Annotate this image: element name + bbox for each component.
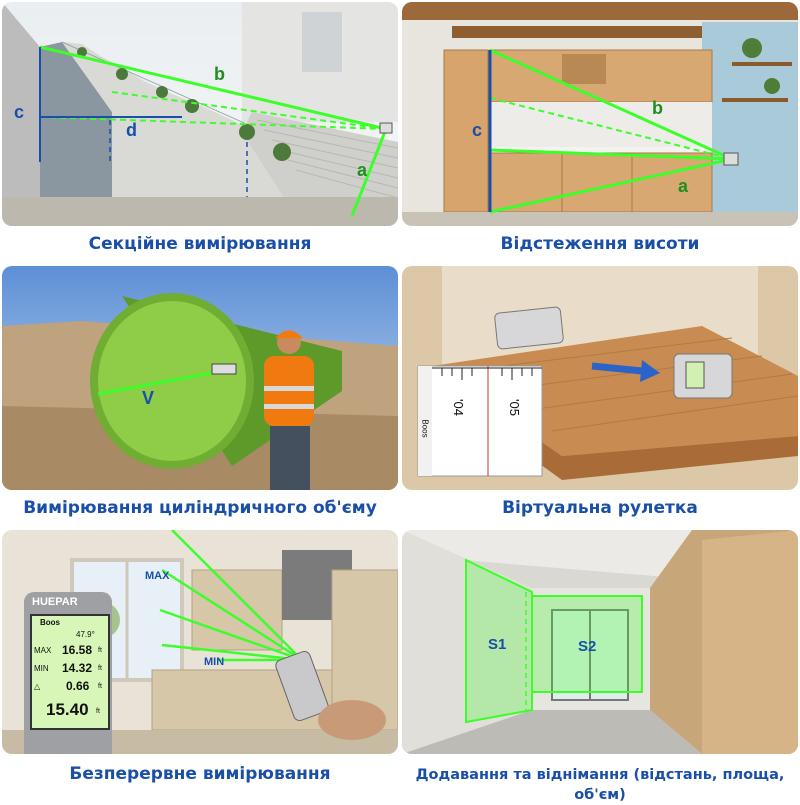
label-a: a xyxy=(357,160,368,180)
caption-virtual-tape: Віртуальна рулетка xyxy=(502,498,698,518)
panel-cylinder-volume: V xyxy=(2,266,398,490)
room-scene xyxy=(402,530,798,754)
screen-main-value: 15.40 xyxy=(46,700,89,719)
screen-main-unit: ft xyxy=(96,708,100,715)
label-max: MAX xyxy=(145,570,170,582)
rangefinder-device: HUEPAR Boos 47.9° MAX 16.58 ft MIN 14.32… xyxy=(24,592,112,754)
panel-height-tracking: c b a xyxy=(402,2,798,226)
screen-row-max-label: MAX xyxy=(34,646,52,655)
label-c: c xyxy=(14,102,25,122)
kitchen-scene xyxy=(402,2,798,226)
label-v: V xyxy=(142,388,155,408)
label-c: c xyxy=(472,120,483,140)
panel-continuous: HUEPAR Boos 47.9° MAX 16.58 ft MIN 14.32… xyxy=(2,530,398,754)
pipe-scene xyxy=(2,266,398,490)
kitchen-interior-scene xyxy=(2,530,398,754)
label-d: d xyxy=(126,120,137,140)
screen-row-max-value: 16.58 xyxy=(62,643,93,657)
screen-row-max-unit: ft xyxy=(98,647,102,654)
screen-row-delta-label: △ xyxy=(34,682,41,691)
screen-row-min-unit: ft xyxy=(98,665,102,672)
caption-add-subtract: Додавання та віднімання (відстань, площа… xyxy=(415,767,785,803)
tape-mark-05: '05 xyxy=(506,399,522,416)
label-b: b xyxy=(214,64,225,84)
screen-row-delta-unit: ft xyxy=(98,683,102,690)
screen-row-min-value: 14.32 xyxy=(62,661,93,675)
screen-row-min-label: MIN xyxy=(34,664,49,673)
sectional-scene xyxy=(2,2,398,226)
screen-row-delta-value: 0.66 xyxy=(66,679,90,693)
label-b: b xyxy=(652,98,663,118)
device-brand: HUEPAR xyxy=(32,596,78,608)
screen-mode: Boos xyxy=(40,618,60,627)
screen-angle: 47.9° xyxy=(76,630,95,639)
caption-cylinder-volume: Вимірювання циліндричного об'єму xyxy=(23,498,377,518)
label-a: a xyxy=(678,176,689,196)
tape-mark-04: '04 xyxy=(450,399,466,416)
panel-sectional: c d b a xyxy=(2,2,398,226)
caption-height-tracking: Відстеження висоти xyxy=(500,234,700,254)
device-screen: Boos 47.9° MAX 16.58 ft MIN 14.32 ft △ 0… xyxy=(30,614,110,730)
panel-virtual-tape: '04 '05 Boos xyxy=(402,266,798,490)
table-scene xyxy=(402,266,798,490)
label-min: MIN xyxy=(204,656,225,668)
label-s2: S2 xyxy=(578,638,597,655)
panel-add-subtract: S1 S2 xyxy=(402,530,798,754)
label-s1: S1 xyxy=(488,636,507,653)
tape-mode-label: Boos xyxy=(420,419,430,438)
caption-sectional: Секційне вимірювання xyxy=(88,234,312,254)
caption-continuous: Безперервне вимірювання xyxy=(69,764,331,784)
